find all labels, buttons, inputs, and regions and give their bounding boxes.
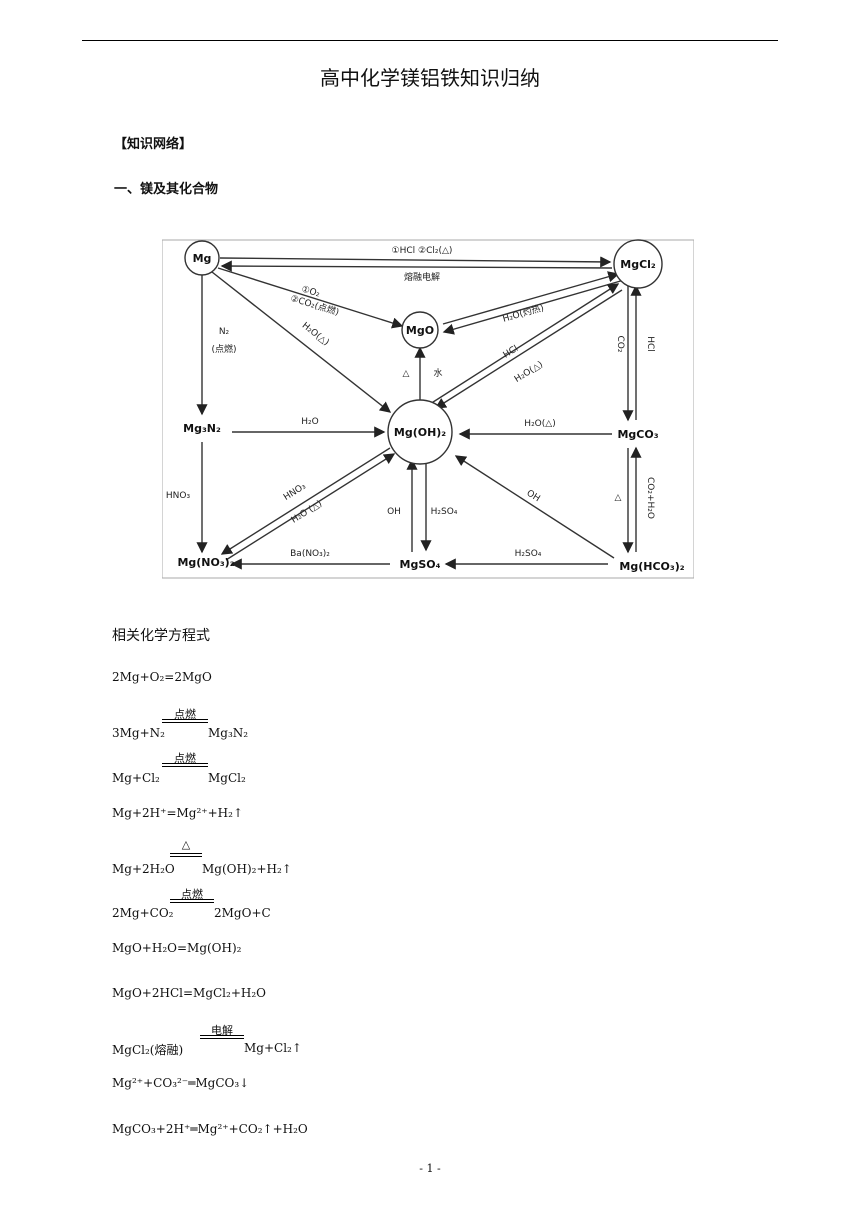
node-mg: Mg: [193, 252, 212, 265]
equation-3-condition: 点燃: [174, 752, 196, 765]
magnesium-reaction-network-diagram: Mg MgCl₂ MgO Mg(OH)₂ Mg₃N₂ MgCO₃ Mg(NO₃)…: [162, 239, 694, 579]
node-circle-mgo: [401, 311, 439, 349]
equation-9-double-line: [200, 1035, 244, 1039]
edge-mg-mgcl2: [219, 256, 612, 268]
edge-mgcl2-mg: [220, 260, 613, 272]
label-mgoh2-mgcl2-1: HCl: [502, 344, 520, 361]
equation-3-double-line: [162, 763, 208, 767]
equation-9-left: MgCl₂(熔融): [112, 1043, 184, 1057]
label-mgco3-mghco32-2: CO₂+H₂O: [645, 477, 655, 519]
label-mgso4-mgoh2-2: H₂SO₄: [431, 507, 458, 517]
edge-mgno32-mgoh2: [225, 453, 396, 561]
label-mgoh2-mgcl2-2: H₂O(△): [513, 360, 545, 385]
label-mgoh2-mgno32-1: HNO₃: [282, 481, 308, 503]
label-mg-mgcl2: ①HCl ②Cl₂(△): [392, 246, 453, 256]
node-mgcl2: MgCl₂: [620, 258, 656, 271]
label-mgcl2-mgco3-2: HCl: [645, 336, 655, 352]
node-circle-mg: [184, 240, 220, 276]
equation-5-right: Mg(OH)₂+H₂↑: [202, 862, 292, 876]
equation-8: MgO+2HCl=MgCl₂+H₂O: [112, 986, 267, 1000]
edge-mgoh2-mgno32: [220, 447, 391, 555]
node-mgso4: MgSO₄: [400, 558, 441, 571]
equation-5-left: Mg+2H₂O: [112, 862, 175, 876]
edge-mg-mgo: [217, 267, 404, 329]
section-one-heading: 一、镁及其化合物: [114, 182, 219, 197]
equation-2-condition: 点燃: [174, 708, 196, 721]
equation-7: MgO+H₂O=Mg(OH)₂: [112, 941, 242, 955]
label-mgoh2-mgo-2: 水: [433, 367, 442, 379]
edge-mgcl2-mgo: [442, 279, 625, 335]
label-mgcl2-mgco3-1: CO₂: [615, 336, 625, 353]
header-rule: [82, 40, 778, 41]
equation-2-double-line: [162, 719, 208, 723]
section-header: 【知识网络】: [114, 137, 193, 152]
label-mgoh2-mgo-1: △: [403, 369, 410, 379]
equation-5-condition: △: [181, 838, 191, 851]
edge-mg-mgoh2: [211, 271, 392, 413]
label-mgso4-mgno32: Ba(NO₃)₂: [290, 549, 330, 559]
equation-1: 2Mg+O₂=2MgO: [112, 670, 212, 684]
equation-6-right: 2MgO+C: [214, 906, 271, 920]
node-mgoh2: Mg(OH)₂: [394, 426, 446, 439]
node-circle-mgcl2: [613, 239, 663, 289]
page-title: 高中化学镁铝铁知识归纳: [320, 66, 540, 90]
page-number: - 1 -: [419, 1162, 441, 1175]
equation-4: Mg+2H⁺=Mg²⁺+H₂↑: [112, 806, 244, 820]
equation-10: Mg²⁺+CO₃²⁻═MgCO₃↓: [112, 1076, 250, 1090]
label-mgcl2-mg: 熔融电解: [404, 271, 440, 283]
edge-mghco32-mgoh2: [454, 455, 615, 559]
diagram-frame: [162, 239, 694, 579]
equation-6-left: 2Mg+CO₂: [112, 906, 174, 920]
edge-mgo-mgcl2: [442, 271, 620, 325]
equation-6-double-line: [170, 899, 214, 903]
label-mg-mg3n2: N₂: [219, 327, 230, 337]
equation-3-left: Mg+Cl₂: [112, 771, 160, 785]
node-mg3n2: Mg₃N₂: [183, 422, 221, 435]
equations-label: 相关化学方程式: [112, 628, 210, 644]
equation-5-double-line: [170, 853, 202, 857]
edge-mgoh2-mgcl2: [429, 283, 620, 405]
equation-9-condition: 电解: [211, 1024, 233, 1037]
label-mgso4-mgoh2-1: OH: [387, 507, 401, 517]
equation-6-condition: 点燃: [181, 888, 203, 901]
equation-11: MgCO₃+2H⁺═Mg²⁺+CO₂↑+H₂O: [112, 1122, 308, 1136]
node-mghco32: Mg(HCO₃)₂: [619, 560, 684, 573]
equation-9-right: Mg+Cl₂↑: [244, 1041, 302, 1055]
node-mgo: MgO: [406, 324, 434, 337]
label-mg3n2-mgno32: HNO₃: [166, 491, 191, 501]
node-mgno32: Mg(NO₃)₂: [177, 556, 234, 569]
equation-3-right: MgCl₂: [208, 771, 246, 785]
edge-mgcl2-mgoh2: [434, 289, 623, 409]
label-mghco32-mgso4: H₂SO₄: [515, 549, 542, 559]
label-mgco3-mgoh2: H₂O(△): [524, 419, 555, 429]
label-mgoh2-mgno32-2: H₂O (△): [290, 499, 324, 526]
label-mg-mg3n2-2: (点燃): [211, 343, 236, 355]
label-mgco3-mghco32-1: △: [615, 493, 622, 503]
equation-2-left: 3Mg+N₂: [112, 726, 165, 740]
node-circle-mgoh2: [387, 399, 453, 465]
label-mg3n2-mgoh2: H₂O: [301, 417, 318, 427]
node-mgco3: MgCO₃: [617, 428, 658, 441]
equation-2-right: Mg₃N₂: [208, 726, 249, 740]
